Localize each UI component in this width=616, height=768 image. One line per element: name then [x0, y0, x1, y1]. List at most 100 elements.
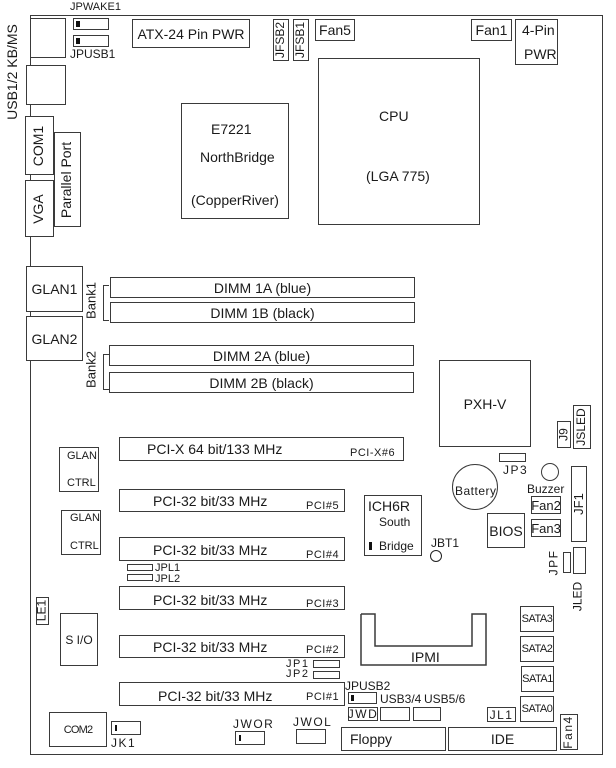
glan-ctrl-2-line2: CTRL — [70, 540, 99, 552]
jsled-label: JSLED — [574, 408, 588, 446]
jled-label: JLED — [570, 581, 585, 612]
bank1-label: Bank1 — [83, 282, 99, 319]
fan4-label: Fan4 — [561, 715, 575, 749]
jfsb1-jumper — [293, 19, 309, 61]
jbt1-label: JBT1 — [431, 536, 460, 550]
fan3-header: Fan3 — [531, 519, 561, 537]
southbridge-label-line3: Bridge — [379, 539, 414, 553]
jpl2-label: JPL2 — [155, 573, 181, 585]
dimm-1b-slot: DIMM 1B (black) — [110, 302, 415, 323]
bank2-bracket — [103, 354, 109, 390]
pci-slot-id: PCI#5 — [306, 500, 340, 512]
pci-slot-id: PCI#3 — [306, 598, 340, 610]
jpusb2-jumper — [348, 692, 377, 704]
jwd-jumper: JWD — [347, 707, 379, 721]
jwol-header — [296, 729, 326, 744]
pci-slot-id: PCI-X#6 — [350, 447, 396, 459]
motherboard-outline — [30, 15, 603, 755]
pci-slot-label: PCI-32 bit/33 MHz — [153, 542, 268, 558]
com1-label: COM1 — [30, 125, 46, 167]
sata2-port: SATA2 — [520, 636, 554, 662]
glan1-port: GLAN1 — [26, 266, 83, 312]
pin-1-marker — [76, 21, 80, 27]
pci-slot-1: PCI-32 bit/33 MHz PCI#1 — [119, 682, 345, 706]
buzzer-label: Buzzer — [527, 482, 565, 496]
fan1-header: Fan1 — [471, 19, 512, 41]
pci-slot-label: PCI-32 bit/33 MHz — [158, 688, 273, 704]
jwor-label: JWOR — [233, 717, 275, 731]
jpusb1-jumper — [73, 35, 109, 47]
pin-1-marker — [369, 542, 372, 550]
jfsb2-label: JFSB2 — [273, 22, 287, 59]
floppy-connector: Floppy — [341, 727, 446, 751]
glan-ctrl-2-line1: GLAN — [70, 512, 100, 524]
jpusb2-label: JPUSB2 — [345, 679, 391, 693]
le1-label: LE1 — [34, 599, 49, 622]
pin-1-marker — [76, 38, 80, 44]
jled-header — [573, 547, 586, 574]
pci-slot-id: PCI#4 — [306, 549, 340, 561]
jfsb2-jumper — [273, 19, 289, 61]
jk1-jumper — [111, 721, 141, 735]
pci-slot-label: PCI-32 bit/33 MHz — [153, 592, 268, 608]
jf1-header — [571, 466, 587, 542]
4pin-label-line1: 4-Pin — [522, 22, 555, 38]
southbridge-chip: ICH6R South Bridge — [364, 495, 422, 556]
pci-x-slot-6: PCI-X 64 bit/133 MHz PCI-X#6 — [119, 437, 404, 461]
sata1-port: SATA1 — [521, 666, 554, 692]
pin-1-marker — [115, 725, 117, 731]
southbridge-model: ICH6R — [368, 498, 411, 514]
dimm-2a-slot: DIMM 2A (blue) — [109, 345, 414, 366]
j9-jumper — [557, 421, 571, 448]
parallel-port — [54, 132, 81, 227]
usb-port — [26, 65, 66, 105]
bank2-label: Bank2 — [83, 351, 99, 388]
glan-ctrl-1-line1: GLAN — [67, 450, 97, 462]
buzzer — [541, 463, 559, 481]
vga-label: VGA — [30, 194, 46, 224]
pci-slot-label: PCI-X 64 bit/133 MHz — [147, 441, 283, 457]
glan2-port: GLAN2 — [26, 316, 83, 361]
cpu-socket-type: (LGA 775) — [366, 168, 430, 184]
kbms-port — [30, 18, 66, 58]
usb34-label: USB3/4 — [380, 692, 422, 706]
glan-ctrl-1: GLAN CTRL — [59, 447, 99, 492]
parallel-port-label: Parallel Port — [58, 141, 74, 219]
usb34-header — [380, 707, 410, 721]
jpwake1-label: JPWAKE1 — [70, 1, 121, 13]
pin-1-marker — [239, 735, 241, 741]
glan-ctrl-1-line2: CTRL — [67, 477, 96, 489]
fan5-header: Fan5 — [315, 19, 355, 41]
ide-connector: IDE — [448, 727, 557, 751]
jf1-label: JF1 — [571, 493, 586, 515]
pxh-v-chip: PXH-V — [439, 360, 531, 447]
usb-kbms-label: USB1/2 KB/MS — [4, 24, 20, 120]
pci-slot-id: PCI#2 — [306, 644, 340, 656]
dimm-1a-slot: DIMM 1A (blue) — [110, 277, 415, 298]
ipmi-label: IPMI — [411, 649, 440, 665]
jpf-label: JPF — [546, 549, 561, 576]
jk1-label: JK1 — [111, 736, 137, 750]
floppy-label: Floppy — [350, 731, 393, 747]
fan4-header — [560, 714, 578, 750]
jp3-label: JP3 — [503, 463, 529, 477]
jpusb1-label: JPUSB1 — [70, 47, 116, 61]
jbt1-jumper — [430, 550, 442, 562]
glan-ctrl-2: GLAN CTRL — [61, 510, 101, 555]
com1-port — [25, 116, 54, 175]
pci-slot-4: PCI-32 bit/33 MHz PCI#4 — [119, 537, 345, 561]
northbridge-chip: E7221 NorthBridge (CopperRiver) — [181, 103, 289, 219]
com2-header: COM2 — [49, 712, 107, 747]
cpu-socket: CPU (LGA 775) — [318, 58, 480, 225]
battery — [452, 464, 498, 510]
jp3-jumper — [499, 453, 526, 462]
jpwake1-jumper — [73, 18, 109, 30]
jfsb1-label: JFSB1 — [293, 22, 307, 59]
j9-label: J9 — [556, 428, 571, 441]
jpl1-label: JPL1 — [155, 562, 181, 574]
vga-port — [25, 180, 54, 237]
pci-slot-label: PCI-32 bit/33 MHz — [153, 493, 268, 509]
ipmi-slot — [360, 613, 487, 666]
sata0-port: SATA0 — [520, 696, 554, 722]
pci-slot-id: PCI#1 — [306, 691, 340, 703]
